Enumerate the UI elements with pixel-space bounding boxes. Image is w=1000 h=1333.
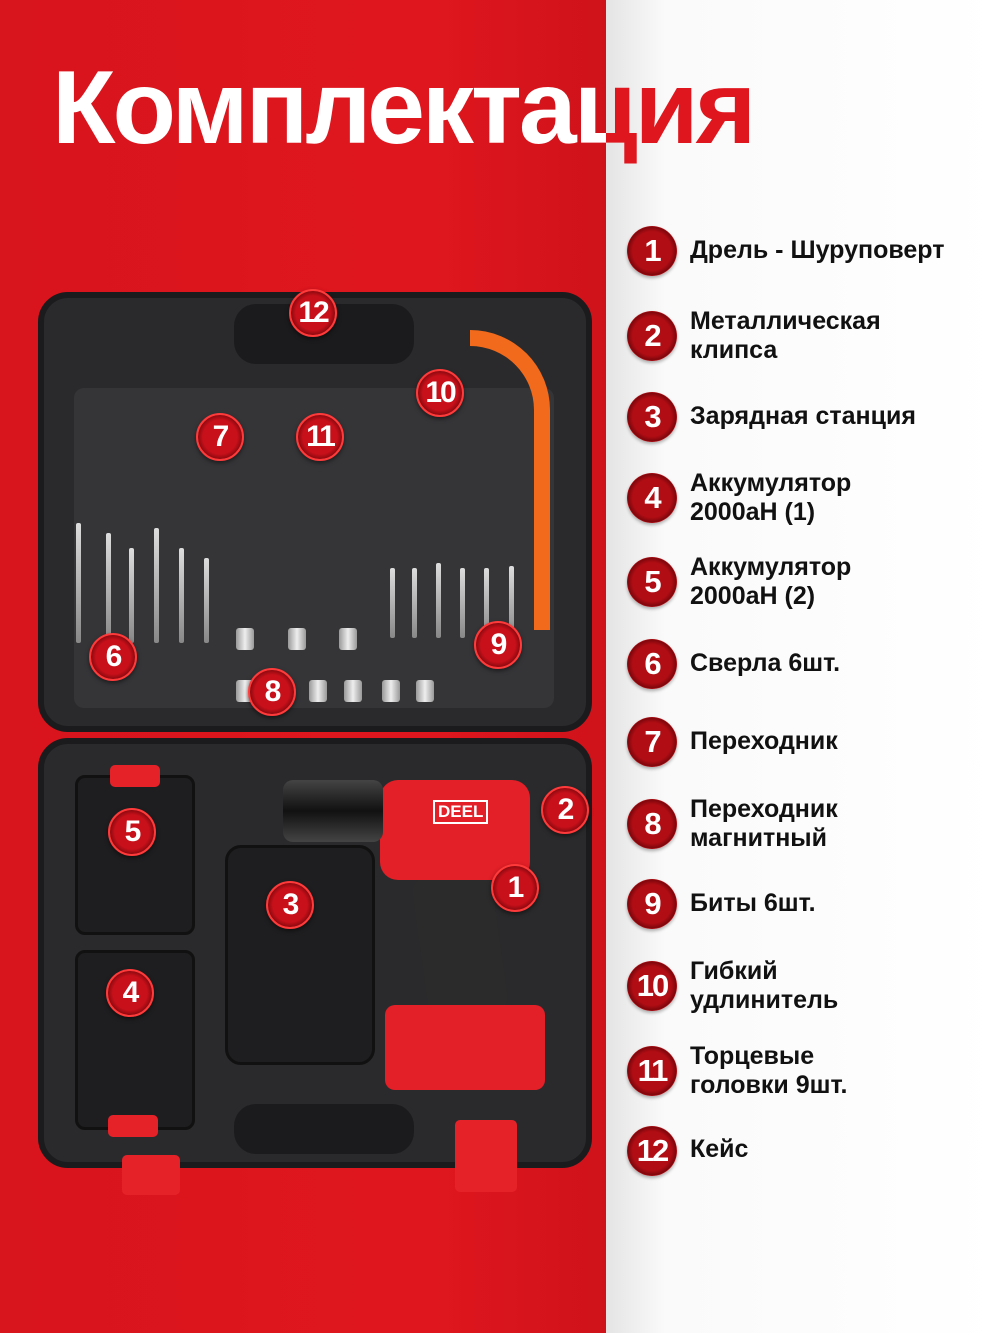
legend-number-badge: 11 — [627, 1046, 677, 1096]
battery-latch — [108, 1115, 158, 1137]
drill-bit — [154, 528, 159, 643]
drill-bit — [204, 558, 209, 643]
legend-number-badge: 10 — [627, 961, 677, 1011]
drill-bit — [129, 548, 134, 643]
socket — [339, 628, 357, 650]
legend-number-badge: 2 — [627, 311, 677, 361]
legend-item-label: Зарядная станция — [690, 402, 916, 430]
drill-battery-foot — [385, 1005, 545, 1090]
socket — [309, 680, 327, 702]
socket — [288, 628, 306, 650]
case-handle — [234, 1104, 414, 1154]
legend-number-badge: 7 — [627, 717, 677, 767]
flexible-extension — [470, 330, 550, 630]
drill-bit — [76, 523, 81, 643]
legend-item-label: Переходник — [690, 727, 838, 755]
marker-5: 5 — [108, 808, 156, 856]
marker-3: 3 — [266, 881, 314, 929]
marker-12: 12 — [289, 289, 337, 337]
case-latch-right — [455, 1120, 517, 1192]
screwdriver-bit — [436, 563, 441, 638]
page-title: Комплектация — [52, 50, 756, 166]
brand-logo: DEEL — [433, 800, 489, 824]
screwdriver-bit — [460, 568, 465, 638]
legend-item-label: Кейс — [690, 1135, 749, 1163]
socket — [236, 628, 254, 650]
legend-number-badge: 5 — [627, 557, 677, 607]
legend-number-badge: 1 — [627, 226, 677, 276]
legend-number-badge: 8 — [627, 799, 677, 849]
socket — [344, 680, 362, 702]
marker-9: 9 — [474, 621, 522, 669]
battery-latch — [110, 765, 160, 787]
socket — [382, 680, 400, 702]
marker-6: 6 — [89, 633, 137, 681]
socket — [416, 680, 434, 702]
legend-number-badge: 6 — [627, 639, 677, 689]
drill-chuck — [283, 780, 383, 842]
legend-number-badge: 4 — [627, 473, 677, 523]
charging-station — [225, 845, 375, 1065]
legend-number-badge: 9 — [627, 879, 677, 929]
legend-number-badge: 12 — [627, 1126, 677, 1176]
marker-4: 4 — [106, 969, 154, 1017]
drill-body — [380, 780, 530, 880]
drill-bit — [106, 533, 111, 643]
legend-item-label: Сверла 6шт. — [690, 649, 841, 677]
legend-item-label: Биты 6шт. — [690, 889, 816, 917]
marker-7: 7 — [196, 413, 244, 461]
legend-number-badge: 3 — [627, 392, 677, 442]
legend-item-label: Дрель - Шуруповерт — [690, 236, 945, 264]
marker-2: 2 — [541, 786, 589, 834]
case-latch-left — [122, 1155, 180, 1195]
marker-1: 1 — [491, 864, 539, 912]
screwdriver-bit — [390, 568, 395, 638]
screwdriver-bit — [412, 568, 417, 638]
marker-10: 10 — [416, 369, 464, 417]
drill-bit — [179, 548, 184, 643]
marker-11: 11 — [296, 413, 344, 461]
marker-8: 8 — [248, 668, 296, 716]
